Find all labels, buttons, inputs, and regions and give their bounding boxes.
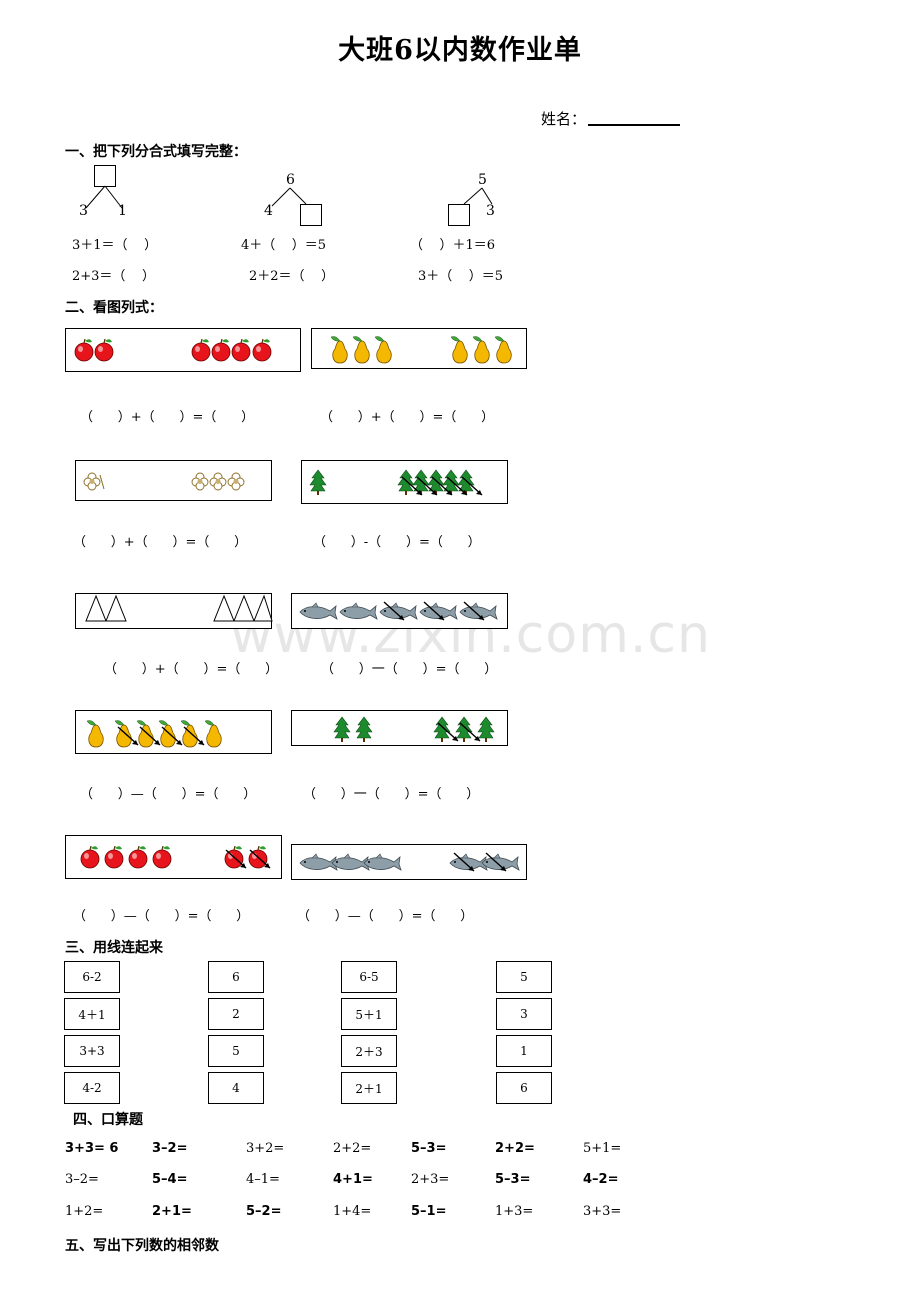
calc-item[interactable]: 5–3=: [411, 1141, 447, 1156]
calc-item[interactable]: 5–4=: [152, 1172, 188, 1187]
name-field[interactable]: [588, 124, 680, 126]
fish-icons: [299, 601, 498, 621]
flower-icons: [83, 472, 245, 491]
match-box[interactable]: 3+3: [64, 1035, 120, 1067]
apple-icons: [74, 338, 272, 362]
picture-apples-1: [65, 328, 301, 372]
s1-eq-4: 2+3＝（ ）: [72, 269, 155, 284]
tree-3-lines: [463, 187, 493, 205]
tree-1-top-box[interactable]: [94, 165, 116, 187]
s2-eq-9: （ ）—（ ）=（ ）: [73, 909, 250, 924]
calc-item[interactable]: 3+3=: [583, 1204, 622, 1219]
picture-apples-2: [65, 835, 282, 879]
pear-icons-2: [86, 720, 222, 748]
picture-fish-2: [291, 844, 527, 880]
picture-fish-1: [291, 593, 508, 629]
picture-flowers: [75, 460, 272, 501]
tree-3-right: 3: [486, 203, 495, 219]
match-box[interactable]: 6: [496, 1072, 552, 1104]
s2-eq-4: （ ）-（ ）=（ ）: [313, 535, 481, 550]
pear-icons: [330, 336, 512, 364]
match-box[interactable]: 4-2: [64, 1072, 120, 1104]
calc-item[interactable]: 1+2=: [65, 1204, 104, 1219]
s1-eq-5: 2＋2＝（ ）: [249, 269, 335, 284]
apple-icons-2: [80, 845, 271, 869]
match-box[interactable]: 6: [208, 961, 264, 993]
section-4-heading: 四、口算题: [73, 1112, 143, 1128]
match-box[interactable]: 2＋3: [341, 1035, 397, 1067]
calc-item[interactable]: 5+1=: [583, 1141, 622, 1156]
calc-item[interactable]: 2+1=: [152, 1204, 192, 1219]
picture-pears-1: [311, 328, 527, 369]
match-box[interactable]: 2: [208, 998, 264, 1030]
s2-eq-8: （ ）一（ ）=（ ）: [303, 787, 480, 802]
s1-eq-2: 4＋（ ）＝5: [241, 238, 327, 253]
tree-icons-2: [333, 716, 495, 743]
calc-item[interactable]: 5–1=: [411, 1204, 447, 1219]
tree-2-right-box[interactable]: [300, 204, 322, 226]
calc-item[interactable]: 5–3=: [495, 1172, 531, 1187]
page-title: 大班6以内数作业单: [338, 35, 582, 66]
s2-eq-6: （ ）一（ ）=（ ）: [321, 662, 498, 677]
tree-3-top: 5: [478, 172, 487, 188]
calc-item[interactable]: 2+3=: [411, 1172, 450, 1187]
calc-item[interactable]: 4+1=: [333, 1172, 373, 1187]
picture-pears-2: [75, 710, 272, 754]
calc-item[interactable]: 1+3=: [495, 1204, 534, 1219]
calc-item[interactable]: 5–2=: [246, 1204, 282, 1219]
s2-eq-1: （ ）+（ ）=（ ）: [80, 410, 255, 425]
calc-item[interactable]: 3+3= 6: [65, 1141, 119, 1156]
tree-2-top: 6: [286, 172, 295, 188]
name-label: 姓名：: [541, 110, 587, 128]
tree-2-lines: [271, 187, 307, 207]
section-2-heading: 二、看图列式：: [65, 300, 163, 316]
match-box[interactable]: 5＋1: [341, 998, 397, 1030]
s1-eq-3: （ ）＋1＝6: [410, 238, 496, 253]
match-box[interactable]: 3: [496, 998, 552, 1030]
tree-icons: [309, 469, 483, 496]
calc-item[interactable]: 3+2=: [246, 1141, 285, 1156]
calc-item[interactable]: 1+4=: [333, 1204, 372, 1219]
section-1-heading: 一、把下列分合式填写完整：: [65, 144, 247, 160]
match-box[interactable]: 4: [208, 1072, 264, 1104]
picture-trees-2: [291, 710, 508, 746]
section-3-heading: 三、用线连起来: [65, 940, 163, 956]
s2-eq-3: （ ）+（ ）=（ ）: [73, 535, 248, 550]
section-5-heading: 五、写出下列数的相邻数: [65, 1238, 219, 1254]
calc-item[interactable]: 3–2=: [65, 1172, 99, 1187]
match-box[interactable]: 2＋1: [341, 1072, 397, 1104]
picture-trees-1: [301, 460, 508, 504]
match-box[interactable]: 5: [496, 961, 552, 993]
match-box[interactable]: 1: [496, 1035, 552, 1067]
tree-1-right: 1: [118, 203, 127, 219]
calc-item[interactable]: 3–2=: [152, 1141, 188, 1156]
match-box[interactable]: 5: [208, 1035, 264, 1067]
s1-eq-1: 3＋1＝（ ）: [72, 238, 158, 253]
match-box[interactable]: 6-5: [341, 961, 397, 993]
match-box[interactable]: 4＋1: [64, 998, 120, 1030]
picture-triangles: [75, 593, 273, 629]
s1-eq-6: 3＋（ ）＝5: [418, 269, 504, 284]
fish-icons-2: [299, 852, 520, 872]
tree-1-lines: [85, 185, 123, 209]
tree-1-left: 3: [79, 203, 88, 219]
calc-item[interactable]: 4–2=: [583, 1172, 619, 1187]
s2-eq-5: （ ）+（ ）=（ ）: [104, 662, 279, 677]
triangle-icons: [85, 594, 273, 622]
calc-item[interactable]: 4–1=: [246, 1172, 280, 1187]
match-box[interactable]: 6-2: [64, 961, 120, 993]
tree-3-left-box[interactable]: [448, 204, 470, 226]
s2-eq-7: （ ）—（ ）=（ ）: [80, 787, 257, 802]
calc-item[interactable]: 2+2=: [495, 1141, 535, 1156]
calc-item[interactable]: 2+2=: [333, 1141, 372, 1156]
s2-eq-10: （ ）—（ ）=（ ）: [297, 909, 474, 924]
s2-eq-2: （ ）+（ ）=（ ）: [320, 410, 495, 425]
tree-2-left: 4: [264, 203, 273, 219]
